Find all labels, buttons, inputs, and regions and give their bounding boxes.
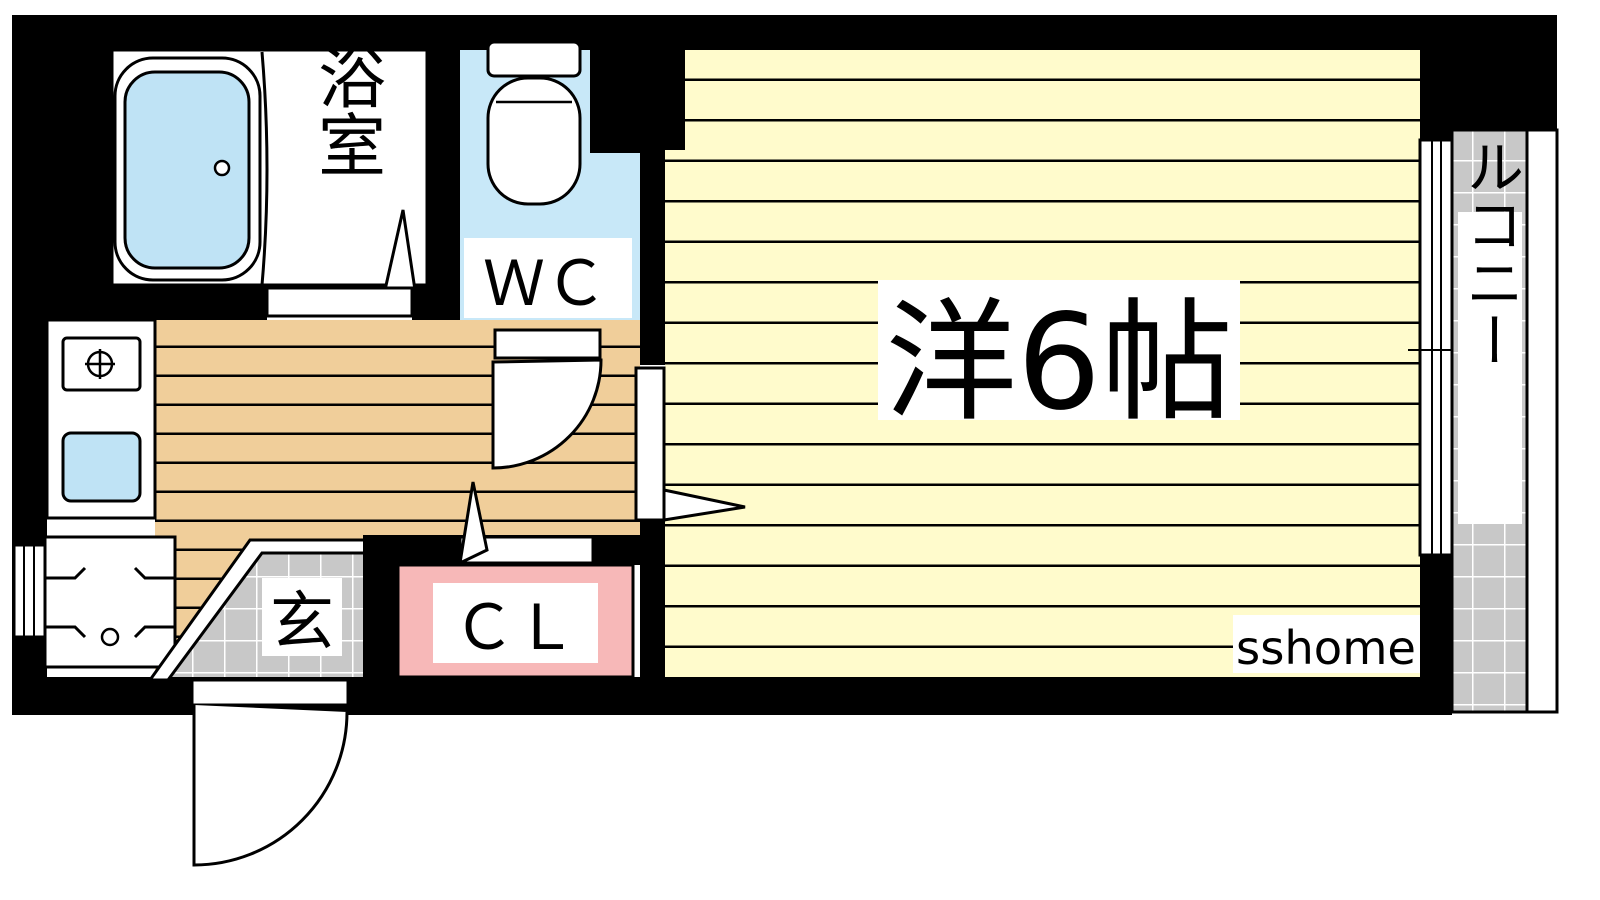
closet: ＣＬ	[363, 481, 640, 679]
outer-wall-right-lower	[1420, 555, 1452, 715]
kitchen-counter	[45, 318, 157, 520]
sink-icon	[61, 431, 142, 503]
bath-label: 浴室	[306, 42, 385, 178]
watermark: sshome	[1236, 621, 1416, 675]
balcony-top-wall	[1420, 15, 1557, 130]
wc: ＷＣ	[425, 40, 660, 360]
washer-space	[12, 535, 177, 669]
toilet-bowl	[486, 76, 582, 206]
western-room: 洋6帖	[640, 50, 1420, 680]
closet-label: ＣＬ	[453, 591, 577, 664]
western-room-label: 洋6帖	[885, 286, 1233, 440]
toilet-tank	[486, 40, 582, 78]
balcony-sliding-window	[1408, 138, 1454, 557]
bathroom: 浴室	[47, 42, 460, 360]
kitchen-area	[155, 320, 746, 677]
entrance-label: 玄	[270, 586, 334, 660]
balcony: バルコニー	[1450, 79, 1559, 714]
balcony-label: バルコニー	[1456, 79, 1524, 369]
wc-label: ＷＣ	[483, 247, 607, 320]
entrance: 玄	[147, 535, 398, 867]
outer-wall-top	[12, 15, 1557, 50]
